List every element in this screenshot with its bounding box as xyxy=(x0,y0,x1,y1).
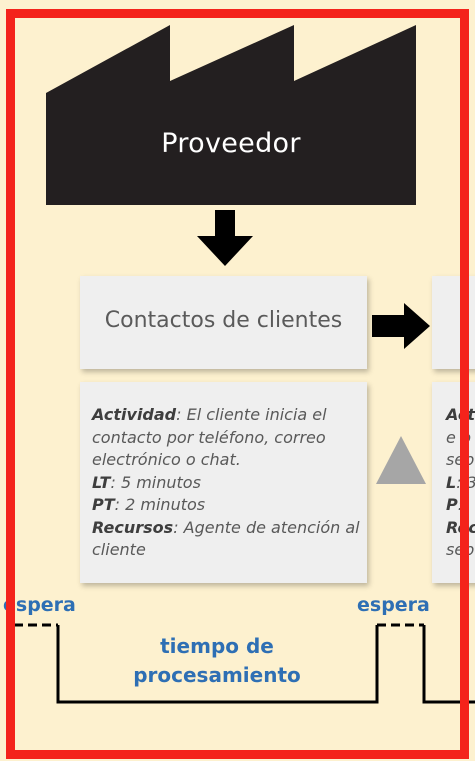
pt-label: PT xyxy=(92,495,115,514)
next-line-last: sep xyxy=(446,540,475,559)
next-activity-fragment: Act xyxy=(446,405,475,424)
next-lt-fragment: 3 xyxy=(467,473,475,492)
next-pt-label: P xyxy=(446,495,458,514)
process-data-box-next: Act e p sep L: 3 P: Rec sep xyxy=(432,382,475,583)
next-resources-fragment: Rec xyxy=(446,517,475,537)
resources-value: Agente de atención al cliente xyxy=(92,517,360,560)
processing-time-label: tiempo de procesamiento xyxy=(133,634,301,687)
timeline-process-segment xyxy=(56,625,379,704)
supplier-label: Proveedor xyxy=(161,128,301,159)
activity-text: El cliente inicia el contacto por teléfo… xyxy=(92,405,327,469)
inventory-triangle-icon xyxy=(376,436,426,484)
pt-value: 2 minutos xyxy=(125,495,206,514)
process-data-box: Actividad: El cliente inicia el contacto… xyxy=(80,382,367,583)
next-line-3: sep xyxy=(446,450,475,469)
lt-label: LT xyxy=(92,472,111,492)
process-box-next xyxy=(432,276,475,369)
supplier-factory-icon xyxy=(46,25,416,205)
next-line-2: e p xyxy=(446,427,472,447)
process-box-customer-contact: Contactos de clientes xyxy=(80,276,367,369)
timeline-next-segment xyxy=(422,625,475,704)
resources-label: Recursos xyxy=(92,517,174,537)
wait-label-1: espera xyxy=(3,594,76,616)
timeline-ladder xyxy=(14,623,475,704)
activity-label: Actividad xyxy=(92,405,177,424)
next-lt-label: L xyxy=(446,472,457,492)
process-details-next: Act e p sep L: 3 P: Rec sep xyxy=(446,404,475,562)
process-details: Actividad: El cliente inicia el contacto… xyxy=(92,405,360,560)
arrow-right-icon xyxy=(372,303,430,349)
arrow-down-icon xyxy=(197,210,253,266)
wait-label-2: espera xyxy=(357,594,430,616)
lt-value: 5 minutos xyxy=(120,472,201,492)
process-title: Contactos de clientes xyxy=(104,308,343,333)
